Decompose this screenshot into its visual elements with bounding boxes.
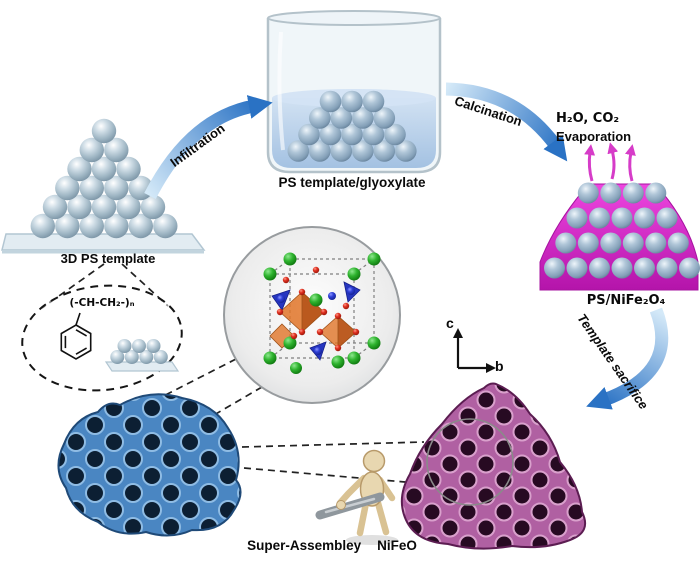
super-assembly-label: Super-Assembley NiFeO <box>247 538 417 554</box>
crystal-structure-zoom <box>223 226 401 404</box>
axis-indicator <box>453 328 496 373</box>
nifeo-inverse-opal-purple <box>400 382 586 550</box>
label-3d-ps-template: 3D PS template <box>60 251 156 266</box>
label-ps-template-glyoxylate: PS template/glyoxylate <box>278 175 426 190</box>
polymer-zoom-ellipse <box>21 284 183 392</box>
template-sacrifice-arrow <box>586 307 669 410</box>
label-h2o-co2: H₂O, CO₂ <box>556 111 620 126</box>
submerged-sphere-pyramid <box>287 90 417 162</box>
glass-slide <box>1 233 206 254</box>
embedded-sphere-pyramid <box>544 182 700 279</box>
green-atoms <box>263 252 381 374</box>
benzene-ring-icon <box>60 312 92 360</box>
nifeo-inverse-opal-blue <box>57 393 242 537</box>
label-axis-c: c <box>446 315 454 331</box>
label-super-assembly: Super-Assembley <box>247 538 362 553</box>
ps-nife2o4-composite <box>539 142 700 291</box>
label-polymer-formula: (-CH-CH₂-)ₙ <box>69 297 135 309</box>
evaporation-arrows <box>584 142 636 182</box>
label-evaporation: Evaporation <box>556 129 632 144</box>
magnifier-circle <box>426 418 514 506</box>
beaker <box>266 10 442 174</box>
label-ps-nife2o4: PS/NiFe₂O₄ <box>586 293 666 308</box>
red-atoms <box>276 266 360 352</box>
infiltration-arrow <box>144 95 273 199</box>
label-nifeo: NiFeO <box>377 538 417 553</box>
mini-sphere-row <box>110 339 168 364</box>
calcination-arrow <box>445 82 568 162</box>
ps-sphere-pyramid <box>30 118 178 239</box>
blue-atoms <box>277 287 355 355</box>
label-axis-b: b <box>495 358 504 374</box>
mannequin-figure <box>315 449 398 545</box>
